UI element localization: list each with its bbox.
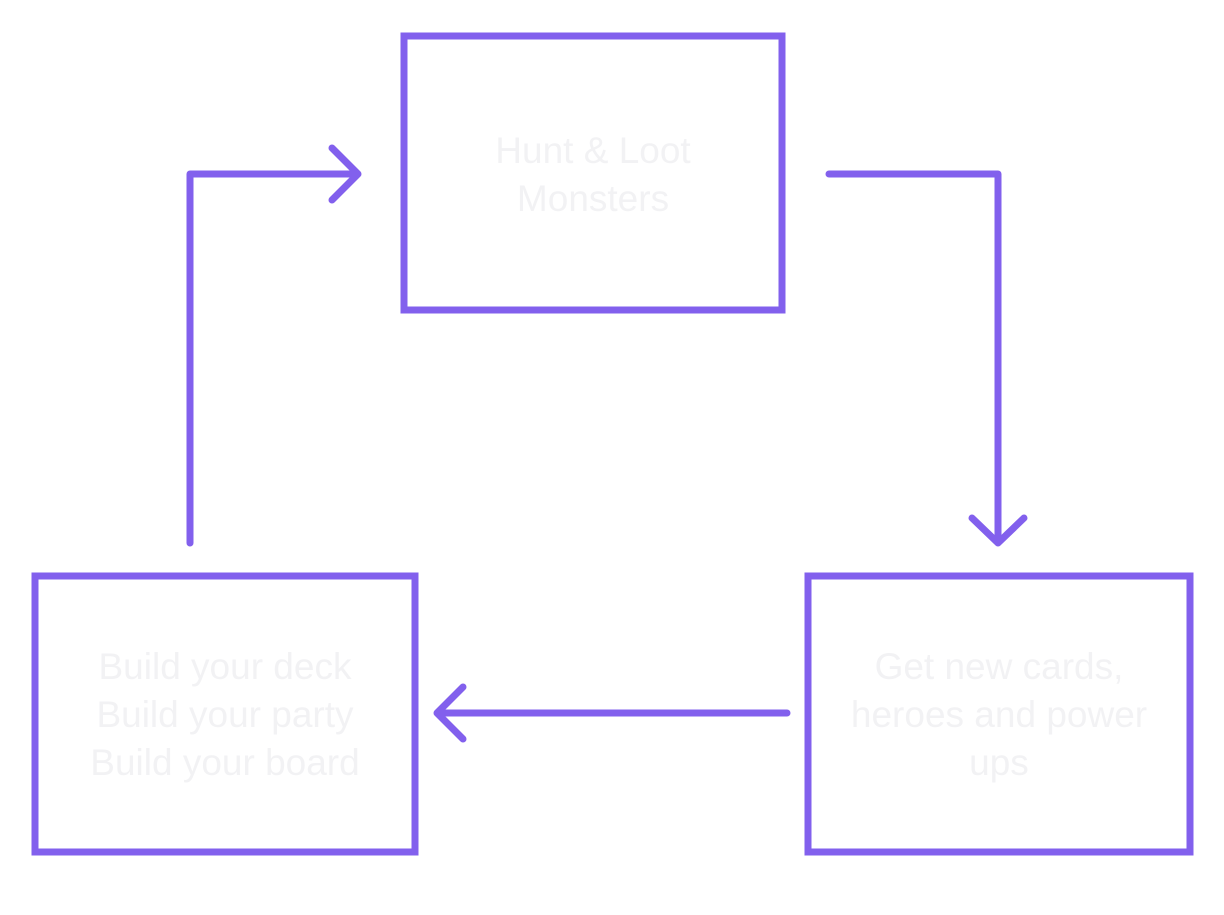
node-rewards-label: Get new cards, heroes and power ups — [850, 646, 1148, 783]
node-build-label: Build your deck Build your party Build y… — [90, 646, 360, 783]
arrow-rewards-to-build — [433, 683, 791, 743]
node-hunt-label: Hunt & Loot Monsters — [495, 130, 691, 219]
arrow-hunt-to-rewards — [825, 170, 1028, 547]
arrow-build-to-hunt — [186, 144, 362, 547]
node-hunt-box — [400, 32, 786, 314]
node-rewards-box — [804, 572, 1194, 856]
node-build-box — [31, 572, 419, 856]
